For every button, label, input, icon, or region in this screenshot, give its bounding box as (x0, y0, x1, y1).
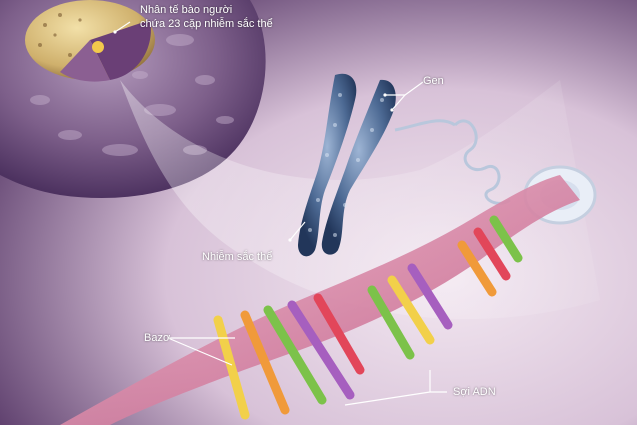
label-nucleus-line2: chứa 23 cặp nhiễm sắc thể (140, 18, 273, 30)
leader-endpoints (113, 30, 394, 242)
label-base: Bazơ (144, 332, 171, 344)
label-dna-strand: Sợi ADN (453, 386, 496, 398)
dna-double-helix (60, 175, 580, 425)
chromatin-coil (394, 119, 511, 205)
label-nucleus-line1: Nhân tế bào người (140, 4, 233, 16)
leader-lines (114, 21, 447, 406)
label-gene: Gen (423, 75, 444, 87)
label-chromosome: Nhiễm sắc thể (202, 251, 273, 263)
nucleus (25, 0, 155, 82)
chromosome (298, 73, 396, 257)
